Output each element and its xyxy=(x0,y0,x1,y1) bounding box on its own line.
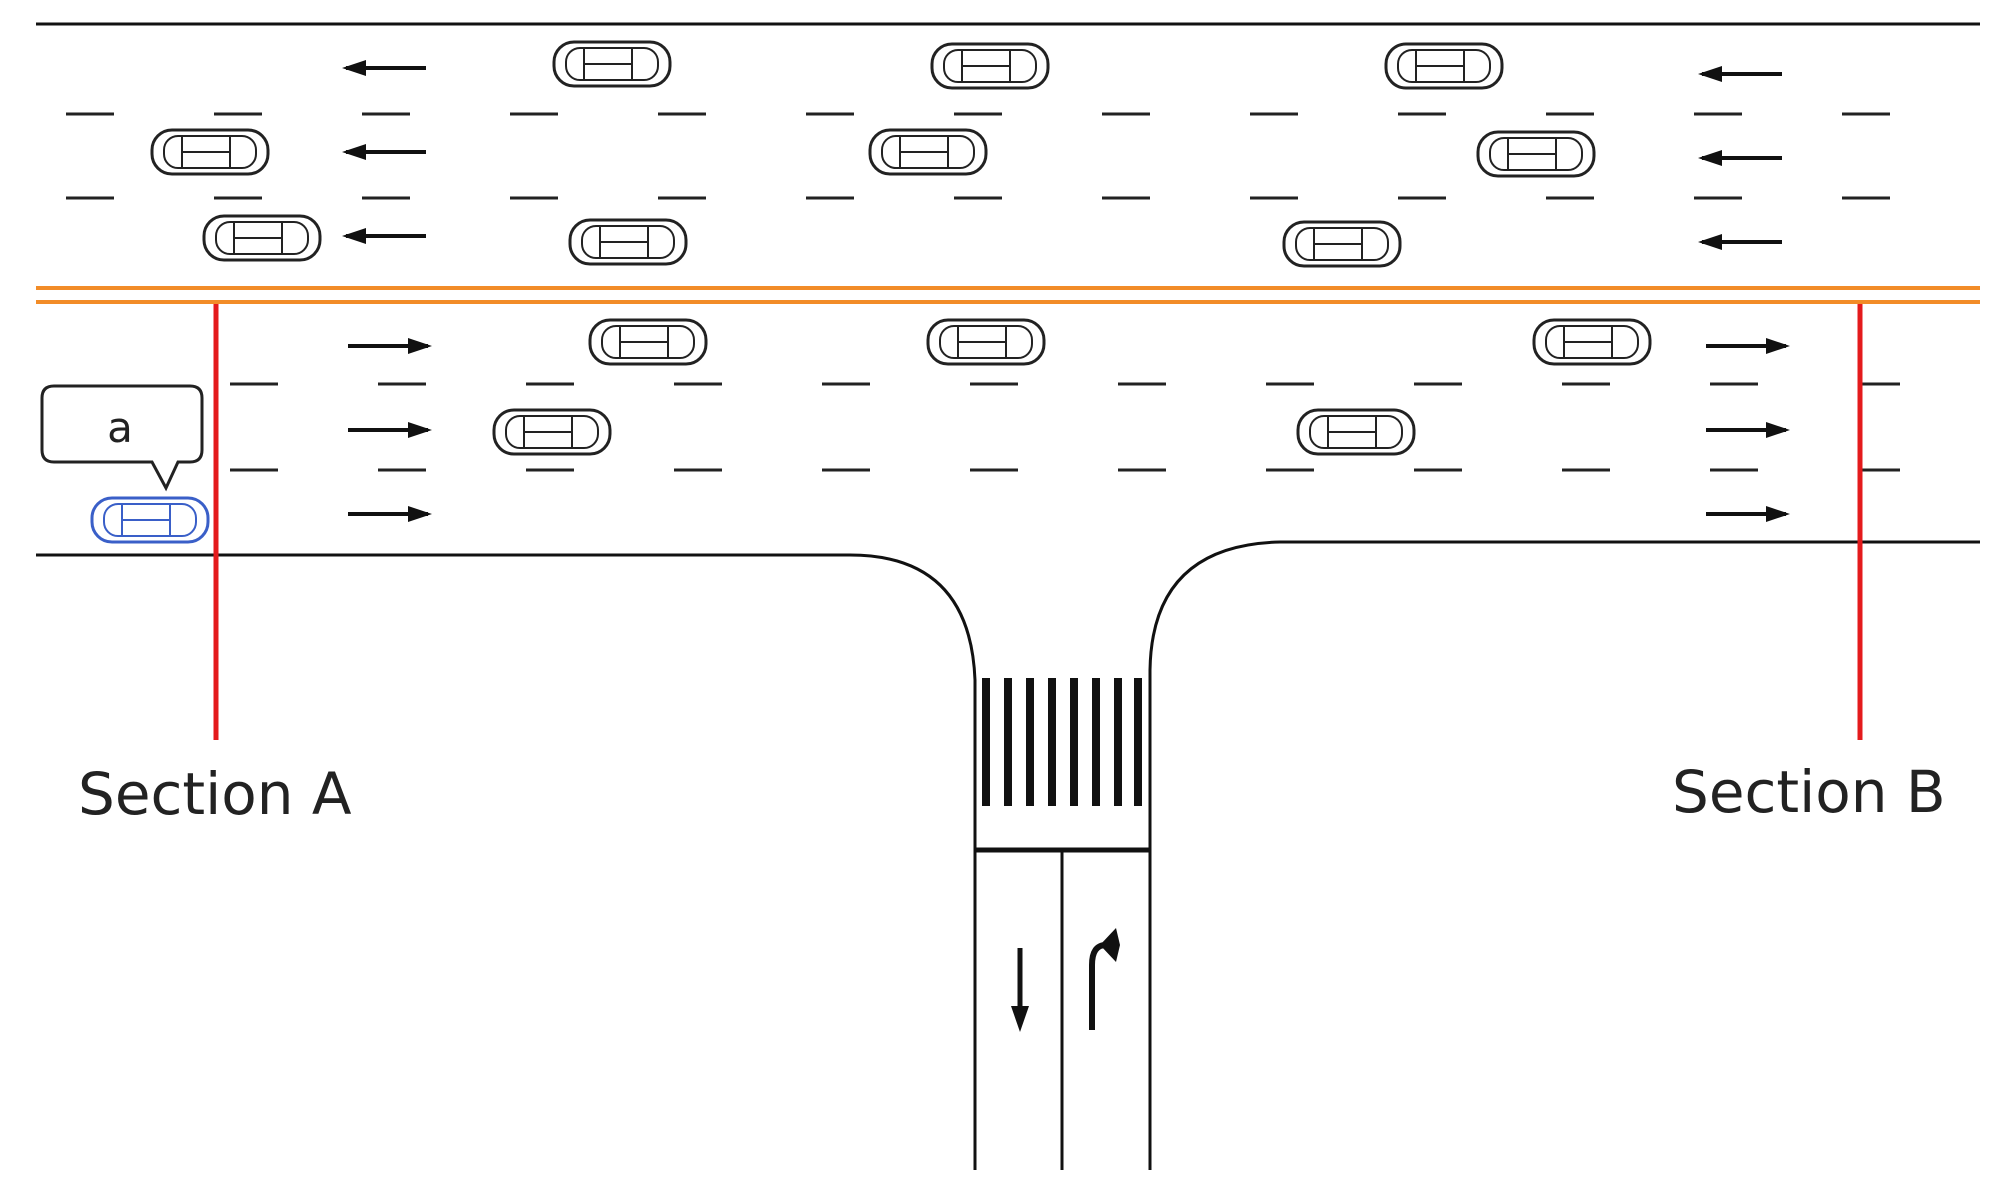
arrow-left-icon xyxy=(340,226,428,246)
arrow-left-icon xyxy=(340,58,428,78)
car-icon xyxy=(930,42,1050,90)
arrow-left-icon xyxy=(1696,148,1784,168)
highlighted-car-icon xyxy=(90,496,210,544)
car-icon xyxy=(492,408,612,456)
arrow-left-icon xyxy=(340,142,428,162)
road-bottom-edge xyxy=(36,553,977,1170)
arrow-down-icon xyxy=(1011,948,1029,1032)
car-icon xyxy=(552,40,672,88)
car-icon xyxy=(1384,42,1504,90)
crosswalk-icon xyxy=(982,678,1142,806)
car-icon xyxy=(926,318,1046,366)
car-icon xyxy=(1476,130,1596,178)
arrow-right-icon xyxy=(1704,504,1792,524)
car-icon xyxy=(1296,408,1416,456)
arrow-left-icon xyxy=(1696,64,1784,84)
arrow-right-icon xyxy=(1704,336,1792,356)
car-icon xyxy=(568,218,688,266)
road-bottom-edge xyxy=(1148,540,1980,1170)
car-icon xyxy=(150,128,270,176)
car-icon xyxy=(202,214,322,262)
arrow-left-icon xyxy=(1696,232,1784,252)
arrow-right-icon xyxy=(346,420,434,440)
turn-right-arrow-icon xyxy=(1089,928,1120,1030)
arrow-right-icon xyxy=(1704,420,1792,440)
car-icon xyxy=(1282,220,1402,268)
arrow-right-icon xyxy=(346,504,434,524)
callout-label: a xyxy=(107,403,133,452)
callout-bubble: a xyxy=(40,384,204,492)
arrow-right-icon xyxy=(346,336,434,356)
car-icon xyxy=(1532,318,1652,366)
car-icon xyxy=(868,128,988,176)
car-icon xyxy=(588,318,708,366)
section-a-label: Section A xyxy=(78,760,352,828)
section-b-label: Section B xyxy=(1672,758,1946,826)
